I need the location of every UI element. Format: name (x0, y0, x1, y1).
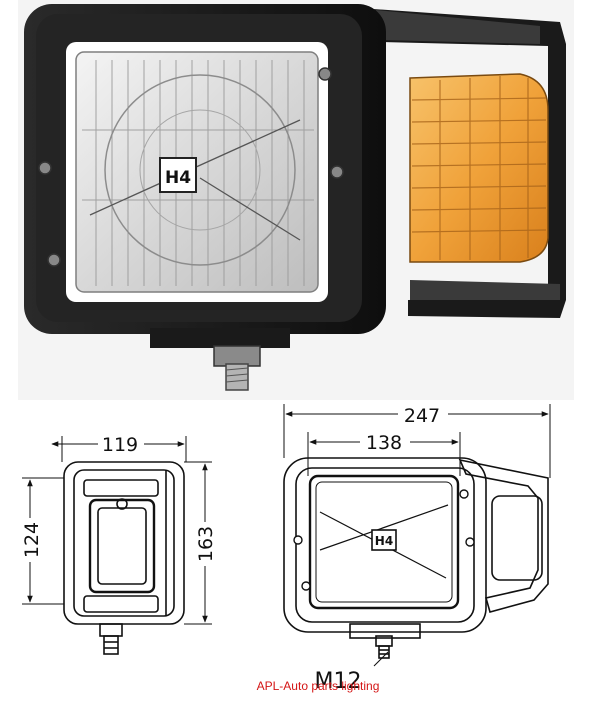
side-lens-height-value: 124 (21, 522, 43, 558)
photo-bulb-marking: H4 (165, 168, 191, 188)
side-width-value: 119 (102, 434, 138, 456)
main-headlamp-lens: H4 (66, 42, 328, 302)
watermark-text: APL-Auto parts lighting (257, 679, 380, 693)
screw-icon (330, 165, 344, 179)
screw-icon (293, 535, 303, 545)
side-view-dimensions: 119 163 124 (20, 430, 217, 625)
front-view-drawing (283, 457, 549, 659)
screw-icon (465, 537, 475, 547)
screw-icon (47, 253, 61, 267)
mounting-bracket (330, 6, 566, 318)
screw-icon (459, 489, 469, 499)
screw-icon (38, 161, 52, 175)
amber-indicator-lens (409, 73, 549, 263)
thread-leader-line (373, 651, 389, 667)
front-lens-width-value: 138 (366, 432, 402, 454)
front-bulb-marking-box: H4 (371, 529, 397, 551)
thread-size-label: M12 (315, 669, 362, 694)
side-view-drawing (63, 461, 185, 655)
side-height-value: 163 (195, 526, 217, 562)
product-photo: H4 (18, 0, 574, 400)
mounting-bolt (213, 345, 261, 391)
front-screws (293, 489, 475, 591)
front-bulb-marking: H4 (375, 534, 393, 548)
front-view-dimensions: 247 138 M12 (283, 400, 551, 694)
screw-icon (318, 67, 332, 81)
front-overall-width-value: 247 (404, 405, 440, 427)
housing-screws (38, 67, 344, 267)
screw-icon (301, 581, 311, 591)
